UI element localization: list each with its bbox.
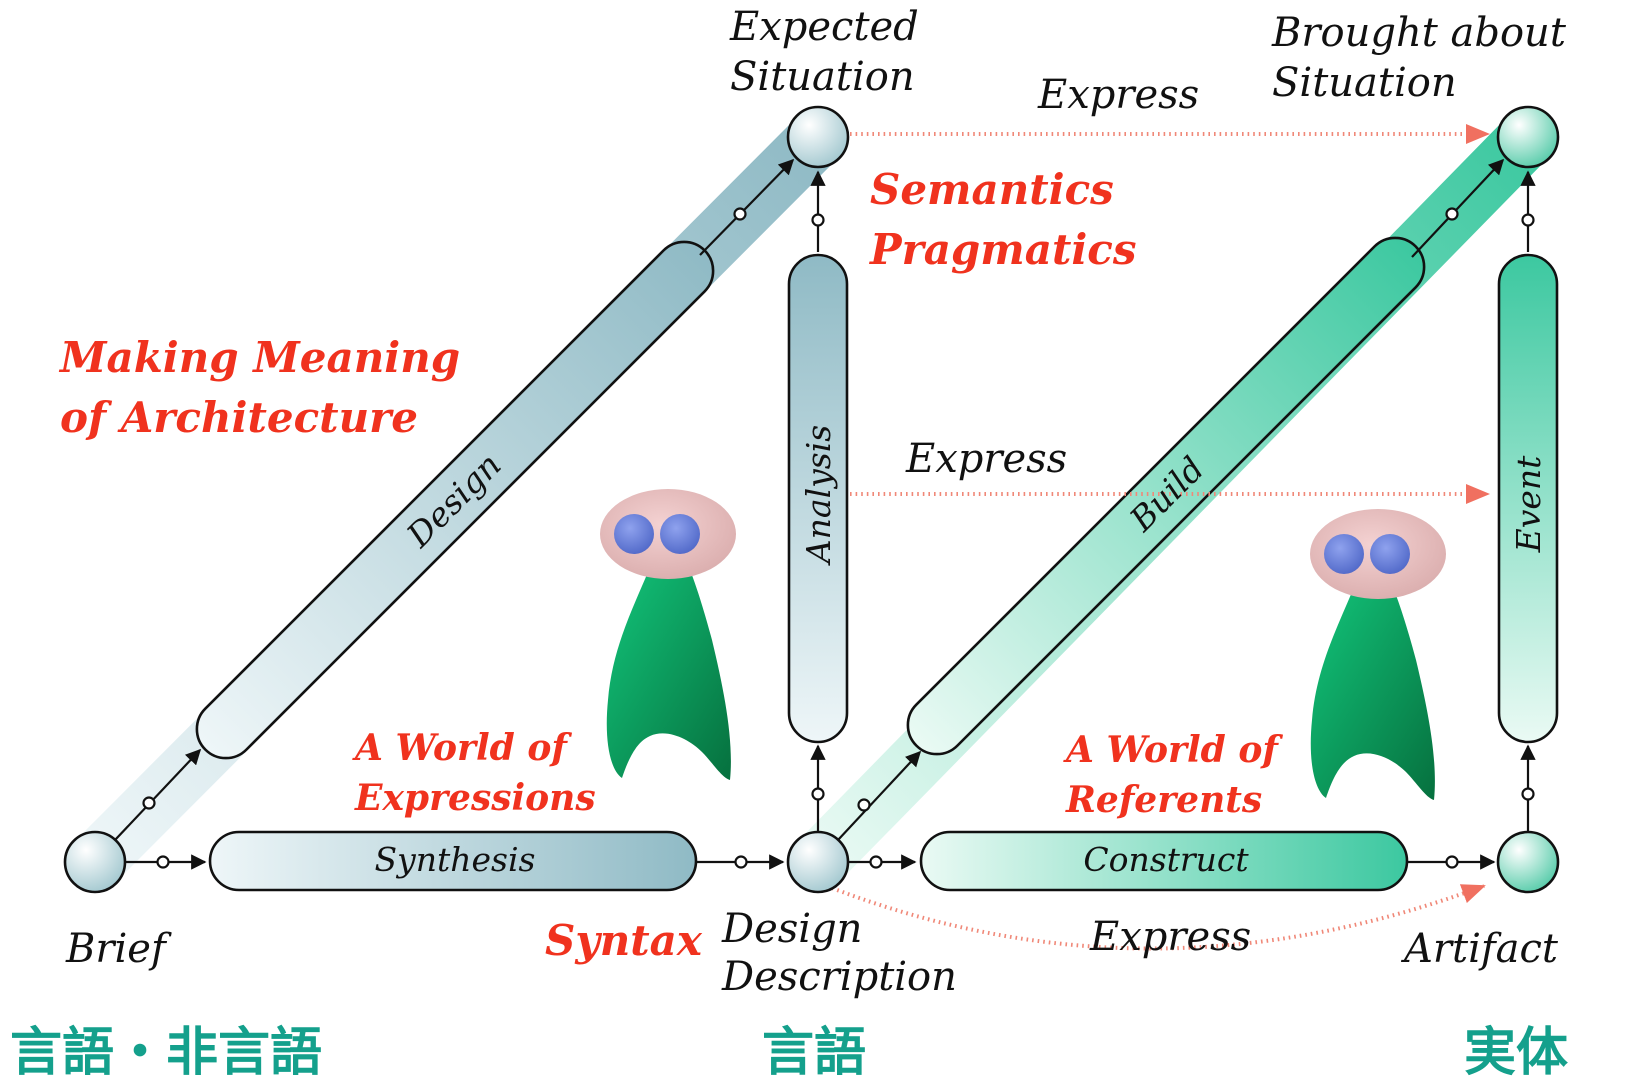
- figure-eye-left: [614, 514, 654, 554]
- construct-label: Construct: [1083, 840, 1249, 879]
- artifact-label: Artifact: [1400, 926, 1559, 972]
- figure-body: [606, 570, 731, 780]
- expected-situation-label-1: Expected: [729, 4, 919, 50]
- synthesis-pill: [208, 830, 698, 892]
- node-expected-situation: [786, 105, 850, 169]
- express-label-bottom: Express: [1089, 914, 1251, 960]
- pragmatics-label: Pragmatics: [869, 225, 1137, 274]
- world-of-expressions-2: Expressions: [354, 777, 596, 819]
- figure-eye-left: [1324, 534, 1364, 574]
- express-arrow-bottom: [831, 884, 1486, 951]
- world-of-expressions-1: A World of: [352, 727, 572, 769]
- footer-left-label: 言語・非言語: [10, 1023, 322, 1083]
- event-pill: [1497, 253, 1559, 744]
- observer-figure-right: [1310, 509, 1446, 800]
- world-of-referents-1: A World of: [1063, 729, 1283, 771]
- process-pills: [195, 236, 1559, 892]
- brought-about-label-2: Situation: [1272, 60, 1457, 106]
- construct-pill: [919, 830, 1409, 892]
- brief-label: Brief: [65, 926, 172, 972]
- footer-middle-label: 言語: [762, 1023, 866, 1083]
- node-artifact: [1496, 830, 1560, 894]
- world-of-referents-2: Referents: [1065, 779, 1262, 821]
- design-description-label-2: Description: [721, 954, 957, 1000]
- making-meaning-title-1: Making Meaning: [58, 333, 460, 382]
- express-label-top: Express: [1037, 72, 1199, 118]
- figure-eye-right: [660, 514, 700, 554]
- connectors: [114, 158, 1536, 870]
- express-label-middle: Express: [905, 436, 1067, 482]
- brought-about-label-1: Brought about: [1271, 10, 1567, 56]
- figure-eye-right: [1370, 534, 1410, 574]
- design-description-label-1: Design: [721, 906, 862, 952]
- syntax-label: Syntax: [545, 916, 703, 965]
- footer-right-label: 実体: [1464, 1023, 1568, 1083]
- expected-situation-label-2: Situation: [730, 54, 915, 100]
- node-brought-about-situation: [1496, 105, 1560, 169]
- analysis-pill: [787, 253, 849, 744]
- build-pill: [906, 236, 1426, 756]
- analysis-label: Analysis: [799, 425, 838, 566]
- event-label: Event: [1509, 455, 1548, 554]
- observer-figure-left: [600, 489, 736, 780]
- express-arrows: [831, 124, 1490, 951]
- making-meaning-title-2: of Architecture: [60, 393, 418, 442]
- figure-body: [1310, 590, 1435, 800]
- node-design-description: [786, 830, 850, 894]
- nodes: [63, 105, 1560, 894]
- synthesis-label: Synthesis: [375, 840, 536, 879]
- semantics-label: Semantics: [870, 165, 1114, 214]
- node-brief: [63, 830, 127, 894]
